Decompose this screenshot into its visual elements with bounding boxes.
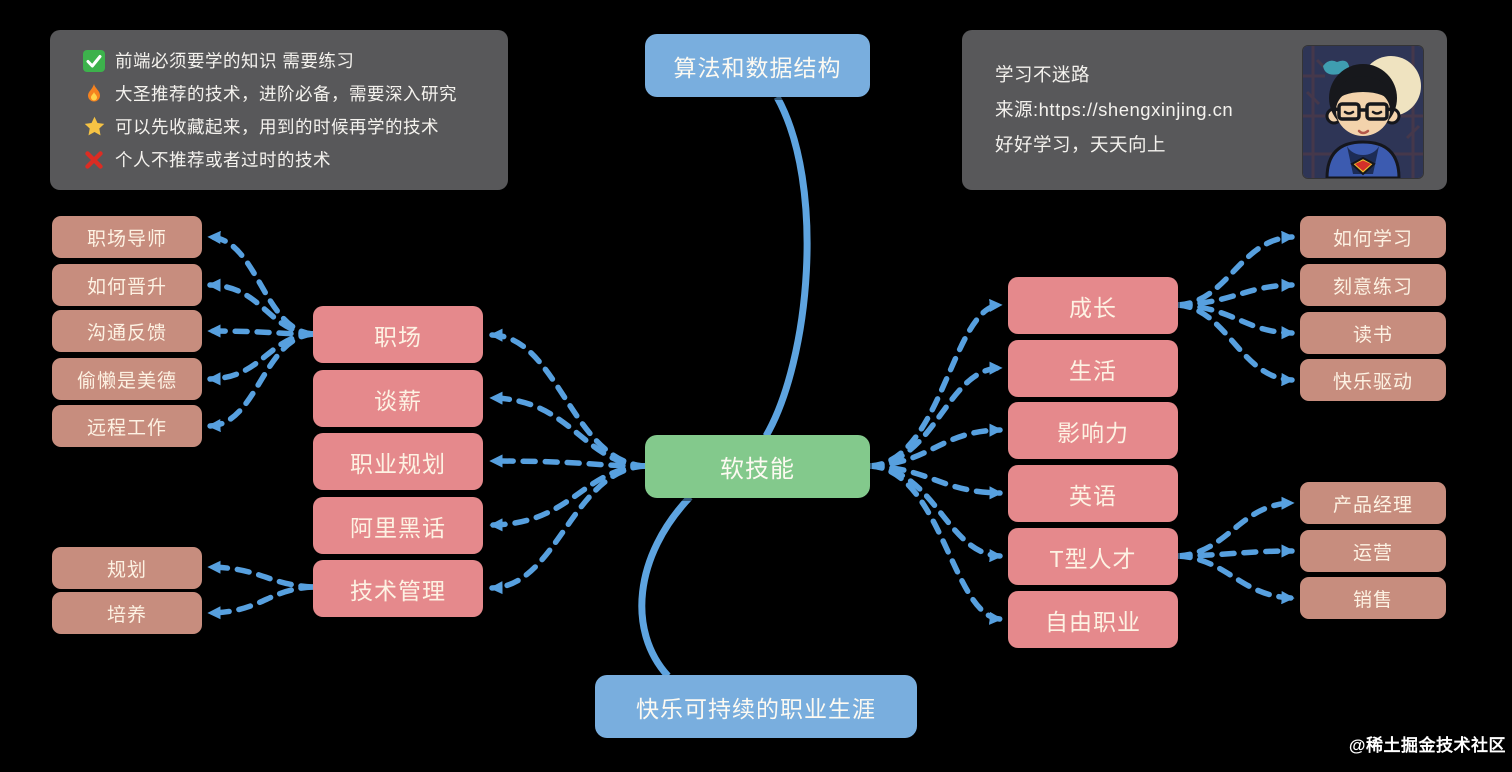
node-operations[interactable]: 运营 [1300,530,1446,572]
node-sales[interactable]: 销售 [1300,577,1446,619]
node-career-planning[interactable]: 职业规划 [313,433,483,490]
info-line: 好好学习，天天向上 [995,134,1167,155]
node-reading[interactable]: 读书 [1300,312,1446,354]
node-t-shaped-talent[interactable]: T型人才 [1008,528,1178,585]
info-line: 来源:https://shengxinjing.cn [995,99,1234,120]
watermark: @稀土掘金技术社区 [1348,736,1506,755]
node-product-manager[interactable]: 产品经理 [1300,482,1446,524]
legend-row: 大圣推荐的技术，进阶必备，需要深入研究 [82,77,508,110]
node-influence[interactable]: 影响力 [1008,402,1178,459]
branch-lines [207,230,1295,625]
node-mentor[interactable]: 职场导师 [52,216,202,258]
node-growth[interactable]: 成长 [1008,277,1178,334]
node-life[interactable]: 生活 [1008,340,1178,397]
node-soft-skills[interactable]: 软技能 [645,435,870,498]
node-tech-management[interactable]: 技术管理 [313,560,483,617]
node-freelance[interactable]: 自由职业 [1008,591,1178,648]
node-promotion[interactable]: 如何晋升 [52,264,202,306]
legend-text: 前端必须要学的知识 需要练习 [115,51,355,71]
legend-panel: 前端必须要学的知识 需要练习 大圣推荐的技术，进阶必备，需要深入研究 可以先收藏… [50,30,508,190]
node-deliberate-practice[interactable]: 刻意练习 [1300,264,1446,306]
star-icon [82,115,106,139]
legend-text: 大圣推荐的技术，进阶必备，需要深入研究 [115,84,457,104]
legend-row: 可以先收藏起来，用到的时候再学的技术 [82,110,508,143]
node-happy-career[interactable]: 快乐可持续的职业生涯 [595,675,917,738]
legend-row: 个人不推荐或者过时的技术 [82,143,508,176]
check-badge-icon [82,49,106,73]
node-cultivation[interactable]: 培养 [52,592,202,634]
node-planning[interactable]: 规划 [52,547,202,589]
avatar [1303,46,1423,178]
cross-icon [82,148,106,172]
node-workplace[interactable]: 职场 [313,306,483,363]
trunk-lines [638,95,811,679]
node-algorithms[interactable]: 算法和数据结构 [645,34,870,97]
node-english[interactable]: 英语 [1008,465,1178,522]
fire-icon [82,82,106,106]
legend-row: 前端必须要学的知识 需要练习 [82,44,508,77]
node-how-to-learn[interactable]: 如何学习 [1300,216,1446,258]
node-salary-negotiation[interactable]: 谈薪 [313,370,483,427]
node-ali-jargon[interactable]: 阿里黑话 [313,497,483,554]
info-line: 学习不迷路 [995,64,1091,85]
node-remote-work[interactable]: 远程工作 [52,405,202,447]
legend-text: 个人不推荐或者过时的技术 [115,150,331,170]
node-joy-driven[interactable]: 快乐驱动 [1300,359,1446,401]
legend-text: 可以先收藏起来，用到的时候再学的技术 [115,117,439,137]
node-communication-feedback[interactable]: 沟通反馈 [52,310,202,352]
node-laziness-virtue[interactable]: 偷懒是美德 [52,358,202,400]
